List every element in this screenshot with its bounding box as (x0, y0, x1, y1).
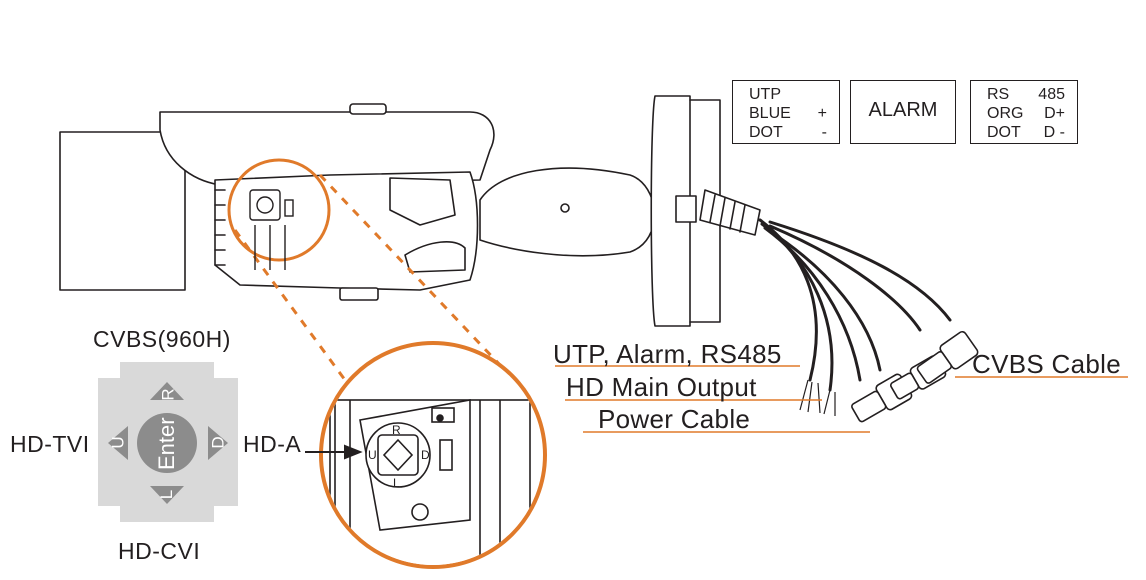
cable-label-power: Power Cable (598, 404, 751, 434)
joystick-dir-d: D (208, 436, 228, 449)
cable-label-cvbs: CVBS Cable (972, 349, 1121, 379)
joystick-arrow-down (150, 486, 184, 504)
grommet-rings (709, 194, 746, 233)
cable-bundle (758, 218, 952, 392)
zoom-dir-d: D (421, 448, 430, 462)
zoom-callout (227, 158, 547, 569)
zoom-line-right (318, 173, 502, 367)
loose-wires (799, 379, 836, 416)
zoom-dir-u: U (368, 448, 377, 462)
housing-top-button (349, 103, 387, 115)
joystick-arrow-left (106, 426, 128, 460)
cable-leader-lines (555, 365, 1128, 433)
body-vent-upper (389, 177, 456, 226)
zoom-dir-l: L (393, 476, 400, 490)
body-bottom-tab (339, 287, 379, 301)
alarm-box: ALARM (850, 80, 956, 144)
mode-label-hd-a: HD-A (243, 431, 302, 457)
cable-label-hd-main-output: HD Main Output (566, 372, 757, 402)
bracket-screw (560, 203, 570, 213)
utp-pin-box: UTP BLUE+ DOT- (732, 80, 840, 144)
joystick-arrow-right (208, 426, 228, 460)
joystick-dir-u: U (108, 436, 128, 449)
bnc-connector-cvbs (916, 330, 979, 384)
mode-label-hd-tvi: HD-TVI (10, 431, 90, 457)
mode-label-cvbs: CVBS(960H) (93, 326, 231, 352)
zoomed-board (329, 399, 531, 565)
joystick-dir-l: L (157, 489, 177, 500)
joystick-dir-r: R (158, 388, 178, 401)
camera-hood (59, 131, 186, 291)
zoom-small-circle (227, 158, 331, 262)
cable-grommet (699, 189, 761, 236)
zoom-pointer-arrow (305, 444, 363, 460)
camera-joystick-small (249, 189, 294, 270)
cable-label-utp-alarm-rs485: UTP, Alarm, RS485 (553, 339, 782, 369)
joystick-center (137, 413, 197, 473)
mount-latch (675, 195, 697, 223)
zoom-large-circle (319, 341, 547, 569)
joystick-center-label: Enter (154, 417, 179, 470)
alarm-label: ALARM (868, 99, 938, 121)
zoom-dir-r: R (392, 423, 401, 437)
body-ridges (214, 189, 226, 266)
joystick-illustration (98, 362, 238, 522)
mode-label-hd-cvi: HD-CVI (118, 538, 201, 564)
wall-mount-plate (650, 95, 691, 327)
body-vent-lower (404, 241, 466, 273)
joystick-arrow-up (150, 382, 184, 400)
